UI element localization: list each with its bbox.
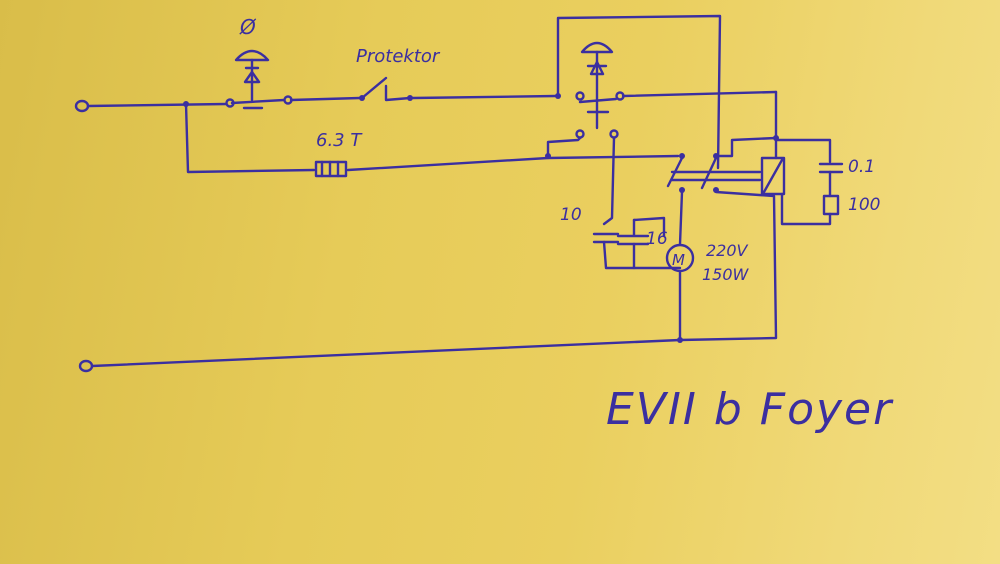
pushbutton-switch <box>230 49 286 110</box>
contact-lower-left <box>575 129 585 139</box>
snubber-network <box>774 138 844 226</box>
wire-neutral <box>90 338 682 368</box>
wire-to-protector <box>289 96 362 102</box>
relay-coil <box>760 156 786 196</box>
wire-fuse-branch <box>184 102 316 174</box>
terminal-top-left <box>74 99 90 113</box>
wire-frame-top <box>556 14 722 170</box>
contact-lower-right <box>609 129 619 139</box>
relay-contacts <box>666 153 762 193</box>
wire-right-return <box>678 190 778 342</box>
label-snubber-res: 100 <box>848 195 880 215</box>
label-cap-mid: 16 <box>646 229 668 249</box>
label-motor-power: 150W <box>702 265 750 284</box>
label-phi: Ø <box>239 15 257 39</box>
wire-fuse-to-relay <box>346 154 680 172</box>
fuse <box>314 160 348 178</box>
wire-to-relay-switch <box>411 94 558 100</box>
wire-live-top <box>86 102 228 108</box>
label-snubber-cap: 0.1 <box>848 157 875 177</box>
capacitor-left <box>592 232 682 270</box>
label-motor: M <box>672 251 685 269</box>
capacitor-mid <box>616 216 666 270</box>
label-motor-voltage: 220V <box>706 241 749 260</box>
protector-switch <box>359 76 413 102</box>
wire-contact-lower <box>546 136 582 160</box>
wire-coil-frame <box>714 136 778 160</box>
wire-cap-left <box>602 136 616 226</box>
label-protector: Protektor <box>356 46 441 67</box>
pushbutton-switch-2 <box>575 41 778 130</box>
label-fuse: 6.3 T <box>316 130 363 151</box>
wire-motor-top <box>678 190 684 246</box>
label-cap-left: 10 <box>560 205 582 225</box>
diagram-title: EVII b Foyer <box>606 384 894 435</box>
terminal-bottom-left <box>78 359 94 373</box>
